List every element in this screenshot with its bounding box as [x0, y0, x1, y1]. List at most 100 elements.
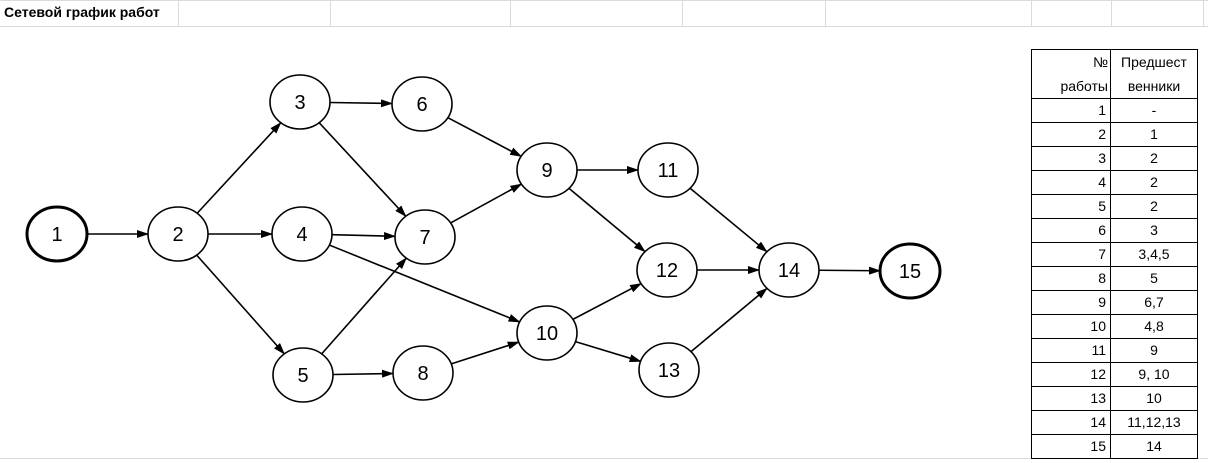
edge-2-5 — [196, 254, 285, 355]
node-ellipse — [392, 345, 454, 401]
work-number-cell[interactable]: 9 — [1031, 290, 1111, 315]
grid-line — [1031, 0, 1032, 26]
predecessors-cell[interactable]: 4,8 — [1110, 314, 1198, 339]
node-label: 6 — [416, 94, 427, 116]
node-10[interactable]: 10 — [516, 305, 578, 361]
work-number-cell[interactable]: 14 — [1031, 410, 1111, 435]
edge-5-7 — [321, 257, 407, 355]
edge-4-10 — [329, 244, 521, 323]
node-label: 10 — [536, 323, 558, 345]
predecessors-cell[interactable]: 5 — [1110, 266, 1198, 291]
work-number-cell[interactable]: 7 — [1031, 242, 1111, 267]
work-number-cell[interactable]: 6 — [1031, 218, 1111, 243]
node-label: 4 — [296, 224, 307, 246]
edge-8-10 — [450, 341, 520, 365]
predecessors-cell[interactable]: 11,12,13 — [1110, 410, 1198, 435]
predecessors-cell[interactable]: 3 — [1110, 218, 1198, 243]
node-5[interactable]: 5 — [272, 347, 334, 403]
work-number-cell[interactable]: 3 — [1031, 146, 1111, 171]
node-ellipse — [637, 142, 699, 198]
edge-7-9 — [450, 183, 523, 224]
work-number-cell[interactable]: 1 — [1031, 98, 1111, 123]
node-label: 3 — [294, 92, 305, 114]
node-ellipse — [638, 342, 700, 398]
predecessors-cell[interactable]: 1 — [1110, 122, 1198, 147]
node-12[interactable]: 12 — [636, 242, 698, 298]
header-work-number[interactable]: № работы — [1031, 49, 1111, 99]
node-label: 12 — [656, 260, 678, 282]
predecessors-cell[interactable]: 6,7 — [1110, 290, 1198, 315]
edge-4-7 — [331, 232, 397, 240]
work-number-cell[interactable]: 12 — [1031, 362, 1111, 387]
predecessors-cell[interactable]: 2 — [1110, 146, 1198, 171]
grid-line — [682, 0, 683, 26]
node-3[interactable]: 3 — [269, 74, 331, 130]
node-1[interactable]: 1 — [25, 205, 89, 263]
work-number-cell[interactable]: 2 — [1031, 122, 1111, 147]
grid-line — [825, 0, 826, 26]
predecessors-cell[interactable]: 2 — [1110, 170, 1198, 195]
work-number-cell[interactable]: 10 — [1031, 314, 1111, 339]
node-label: 8 — [417, 363, 428, 385]
predecessors-cell[interactable]: 2 — [1110, 194, 1198, 219]
node-7[interactable]: 7 — [394, 209, 456, 265]
node-2[interactable]: 2 — [147, 206, 209, 262]
node-4[interactable]: 4 — [271, 206, 333, 262]
edge-5-8 — [332, 369, 395, 378]
predecessors-cell[interactable]: 9 — [1110, 338, 1198, 363]
predecessors-cell[interactable]: - — [1110, 98, 1198, 123]
work-number-cell[interactable]: 15 — [1031, 434, 1111, 459]
node-ellipse — [516, 142, 578, 198]
node-label: 11 — [658, 160, 679, 182]
node-label: 13 — [658, 360, 680, 382]
edge-10-13 — [575, 340, 642, 363]
work-number-cell[interactable]: 11 — [1031, 338, 1111, 363]
node-ellipse — [391, 76, 453, 132]
work-number-cell[interactable]: 5 — [1031, 194, 1111, 219]
header-predecessors[interactable]: Предшест венники — [1110, 49, 1198, 99]
grid-line — [0, 26, 1208, 27]
node-label: 1 — [51, 224, 62, 246]
node-ellipse — [269, 74, 331, 130]
node-ellipse — [758, 242, 820, 298]
node-label: 5 — [297, 365, 308, 387]
node-11[interactable]: 11 — [637, 142, 699, 198]
predecessors-cell[interactable]: 10 — [1110, 386, 1198, 411]
node-9[interactable]: 9 — [516, 142, 578, 198]
edge-6-9 — [447, 116, 523, 158]
predecessors-cell[interactable]: 9, 10 — [1110, 362, 1198, 387]
node-label: 2 — [172, 224, 183, 246]
predecessors-cell[interactable]: 14 — [1110, 434, 1198, 459]
edge-3-7 — [318, 122, 407, 217]
grid-line — [1203, 0, 1204, 26]
predecessors-cell[interactable]: 3,4,5 — [1110, 242, 1198, 267]
node-6[interactable]: 6 — [391, 76, 453, 132]
node-14[interactable]: 14 — [758, 242, 820, 298]
grid-line — [178, 0, 179, 26]
node-ellipse — [25, 205, 89, 263]
grid-line — [0, 458, 1208, 459]
work-number-cell[interactable]: 8 — [1031, 266, 1111, 291]
node-13[interactable]: 13 — [638, 342, 700, 398]
work-number-cell[interactable]: 13 — [1031, 386, 1111, 411]
table-header-row: № работы Предшест венники — [1031, 49, 1198, 99]
node-15[interactable]: 15 — [878, 242, 942, 300]
work-number-cell[interactable]: 4 — [1031, 170, 1111, 195]
node-8[interactable]: 8 — [392, 345, 454, 401]
page-title[interactable]: Сетевой график работ — [4, 4, 160, 20]
edge-11-14 — [689, 187, 768, 253]
edge-2-3 — [196, 122, 282, 214]
